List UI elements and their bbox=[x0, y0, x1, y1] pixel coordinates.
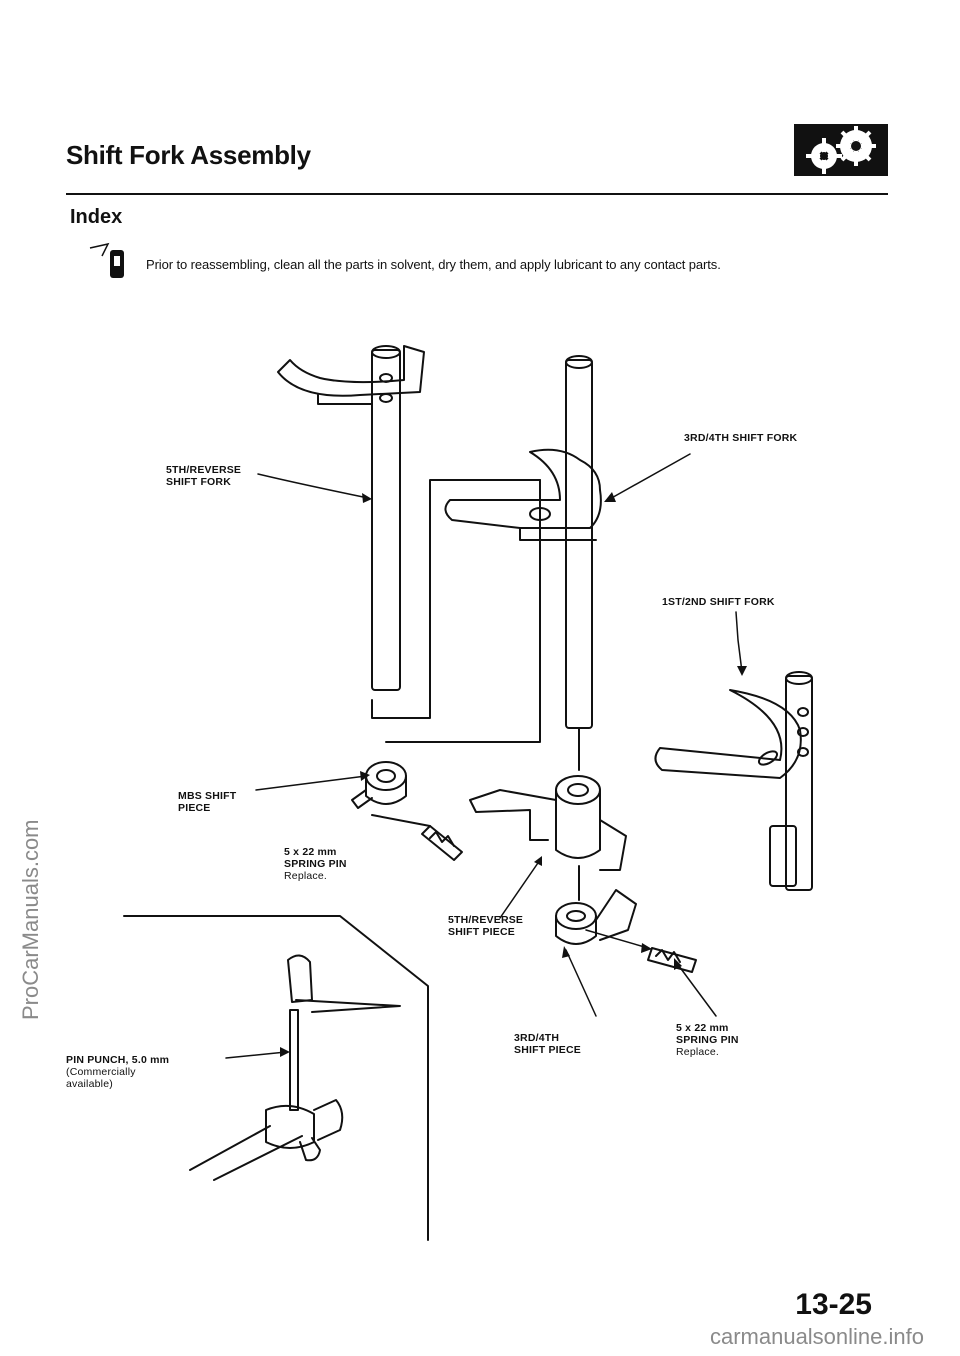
label-line: MBS SHIFT bbox=[178, 790, 237, 802]
third-fourth-fork-part bbox=[444, 355, 602, 729]
footer-watermark: carmanualsonline.info bbox=[709, 1324, 924, 1349]
label-spring-pin-2: 5 x 22 mm SPRING PIN Replace. bbox=[676, 1022, 739, 1058]
label-spring-pin-1: 5 x 22 mm SPRING PIN Replace. bbox=[284, 846, 347, 882]
label-3rd-4th-shift-piece: 3RD/4TH SHIFT PIECE bbox=[514, 1032, 581, 1056]
spring-pin-2-part bbox=[647, 947, 697, 973]
first-second-fork-part bbox=[654, 671, 813, 891]
label-line: available) bbox=[66, 1078, 113, 1090]
page-title: Shift Fork Assembly bbox=[66, 140, 311, 170]
label-line: 5 x 22 mm bbox=[676, 1022, 729, 1034]
label-1st-2nd-shift-fork: 1ST/2ND SHIFT FORK bbox=[662, 596, 775, 608]
label-line: (Commercially bbox=[66, 1066, 136, 1078]
label-line: SHIFT PIECE bbox=[448, 926, 515, 938]
assembly-note: Prior to reassembling, clean all the par… bbox=[146, 257, 721, 272]
label-5th-reverse-shift-fork: 5TH/REVERSE SHIFT FORK bbox=[166, 464, 241, 488]
section-heading: Index bbox=[70, 206, 123, 228]
label-3rd-4th-shift-fork: 3RD/4TH SHIFT FORK bbox=[684, 432, 798, 444]
label-line: SPRING PIN bbox=[284, 858, 347, 870]
label-line: SHIFT PIECE bbox=[514, 1044, 581, 1056]
page-number: 13-25 bbox=[795, 1288, 872, 1321]
label-line: 5TH/REVERSE bbox=[166, 464, 242, 476]
third-fourth-shift-piece-part bbox=[555, 727, 637, 945]
label-mbs-shift-piece: MBS SHIFT PIECE bbox=[178, 790, 236, 814]
label-line: Replace. bbox=[284, 870, 328, 882]
label-line: 5 x 22 mm bbox=[284, 846, 337, 858]
label-line: PIECE bbox=[178, 802, 211, 814]
leader-lines bbox=[225, 453, 743, 1059]
pin-punch-detail bbox=[123, 915, 429, 1241]
header-rule bbox=[66, 193, 888, 195]
mbs-shift-piece-part bbox=[351, 479, 541, 809]
spring-pin-1-part bbox=[371, 814, 463, 861]
label-line: 3RD/4TH bbox=[514, 1032, 560, 1044]
tip-lubricant-icon bbox=[88, 240, 128, 280]
fifth-reverse-fork-part bbox=[277, 345, 541, 719]
label-5th-reverse-shift-piece: 5TH/REVERSE SHIFT PIECE bbox=[448, 914, 523, 938]
label-line: 5TH/REVERSE bbox=[448, 914, 524, 926]
watermark-text: ProCarManuals.com bbox=[18, 819, 43, 1020]
engine-gears-icon bbox=[794, 124, 888, 176]
label-line: PIN PUNCH, 5.0 mm bbox=[66, 1054, 170, 1066]
label-line: Replace. bbox=[676, 1046, 720, 1058]
label-line: SPRING PIN bbox=[676, 1034, 739, 1046]
leader-arrowheads bbox=[280, 492, 747, 1057]
label-line: SHIFT FORK bbox=[166, 476, 231, 488]
fifth-reverse-shift-piece-part bbox=[469, 775, 627, 871]
label-pin-punch: PIN PUNCH, 5.0 mm (Commercially availabl… bbox=[66, 1054, 169, 1090]
